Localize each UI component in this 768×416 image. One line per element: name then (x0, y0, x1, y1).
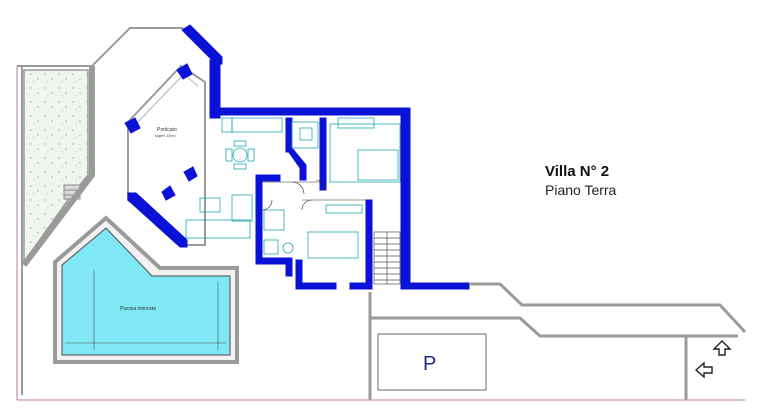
parking-label: P (423, 353, 436, 375)
lot-boundary (16, 66, 745, 401)
floor-subtitle: Piano Terra (545, 182, 617, 198)
hallway-lines (261, 179, 366, 211)
lawn-area (23, 69, 89, 265)
stairs (373, 231, 401, 285)
interior-details (185, 117, 401, 259)
porticato-note: superf. 18 m² (155, 134, 176, 138)
pool-dimension (65, 270, 226, 350)
villa-title: Villa N° 2 (545, 163, 610, 180)
arrow-left-icon (694, 361, 713, 379)
title-block: Villa N° 2 Piano Terra (545, 163, 616, 199)
pool-label: Piscina interrata (120, 306, 156, 312)
porticato-label: Porticato (157, 127, 177, 133)
garden-wall (21, 66, 95, 267)
driveway-walls (368, 282, 747, 400)
structural-walls (124, 24, 470, 290)
parking-space (377, 333, 487, 391)
arrow-up-icon (712, 340, 732, 356)
pool-water (61, 227, 231, 356)
